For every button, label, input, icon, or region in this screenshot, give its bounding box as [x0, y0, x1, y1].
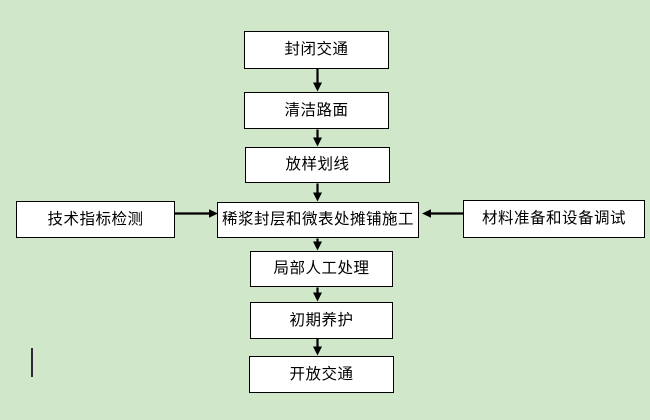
flow-node-clean-road-surface[interactable]: 清洁路面	[244, 92, 389, 129]
flow-node-label: 初期养护	[289, 311, 354, 329]
flow-node-label: 技术指标检测	[47, 210, 144, 228]
arrow-curing-to-open[interactable]	[313, 339, 322, 356]
flow-node-label: 封闭交通	[284, 41, 349, 59]
flow-node-label: 开放交通	[289, 365, 354, 383]
arrow-tech-to-paving[interactable]	[175, 209, 218, 218]
flow-node-open-traffic[interactable]: 开放交通	[249, 356, 394, 393]
arrow-material-to-paving[interactable]	[422, 209, 463, 218]
flow-node-initial-curing[interactable]: 初期养护	[250, 302, 393, 339]
flow-node-material-preparation[interactable]: 材料准备和设备调试	[463, 200, 645, 238]
flow-node-label: 稀浆封层和微表处摊铺施工	[221, 211, 414, 229]
flow-node-label: 清洁路面	[284, 101, 349, 119]
arrow-paving-to-local[interactable]	[313, 238, 322, 251]
arrow-close-to-clean[interactable]	[313, 68, 322, 92]
flow-node-label: 材料准备和设备调试	[481, 210, 626, 228]
text-cursor	[30, 348, 33, 377]
arrow-layout-to-paving[interactable]	[313, 183, 322, 202]
flow-node-label: 局部人工处理	[273, 260, 370, 278]
flow-node-technical-inspection[interactable]: 技术指标检测	[16, 201, 175, 238]
flow-node-paving-construction[interactable]: 稀浆封层和微表处摊铺施工	[217, 202, 419, 238]
flow-node-layout-marking[interactable]: 放样划线	[245, 147, 390, 183]
flow-node-local-manual-treatment[interactable]: 局部人工处理	[250, 251, 393, 287]
flow-node-close-traffic[interactable]: 封闭交通	[244, 31, 389, 69]
arrow-clean-to-layout[interactable]	[313, 129, 322, 147]
flow-node-label: 放样划线	[285, 156, 350, 174]
arrow-local-to-curing[interactable]	[313, 287, 322, 302]
